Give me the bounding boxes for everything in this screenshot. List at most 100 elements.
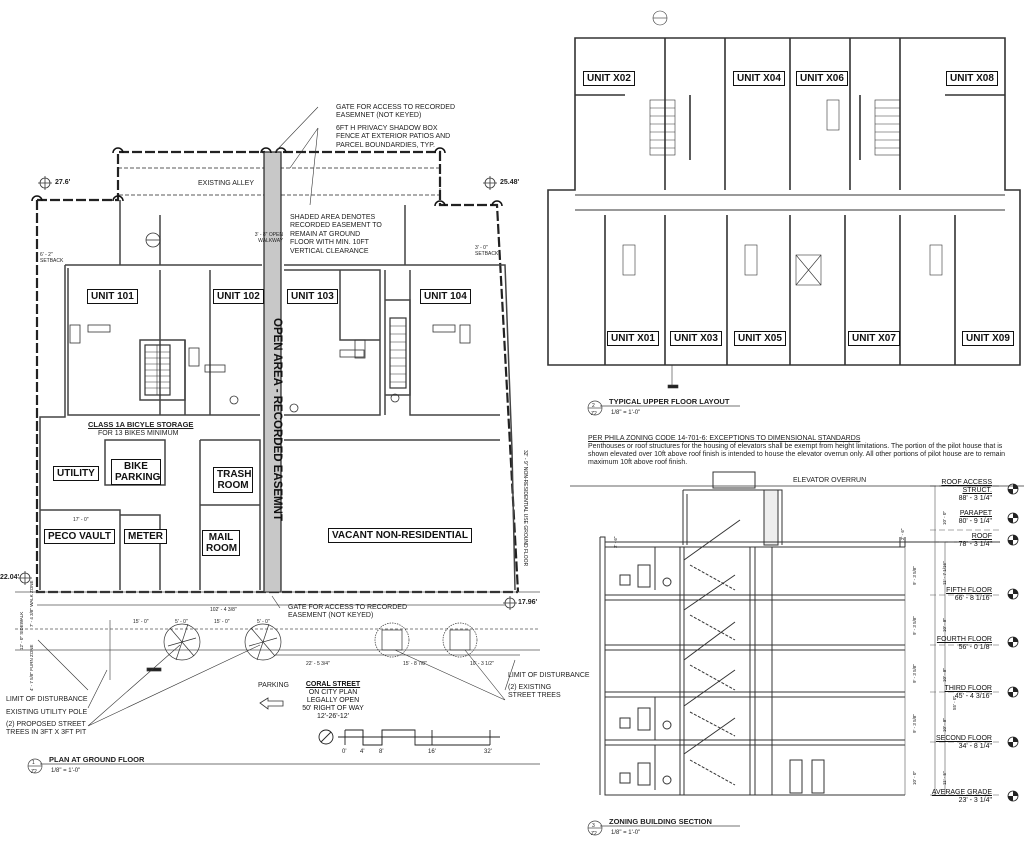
street-line-1: ON CITY PLAN bbox=[308, 689, 358, 696]
meter-label: METER bbox=[124, 529, 167, 544]
dim-1: 15' - 0" bbox=[133, 619, 149, 625]
utility-pole-note: EXISTING UTILITY POLE bbox=[6, 709, 88, 716]
scale-tick-16: 16' bbox=[428, 749, 436, 755]
level-elev: 23' - 3 1/4" bbox=[958, 797, 992, 804]
unit-x09-label: UNIT X09 bbox=[962, 331, 1014, 346]
limit-disturbance-right: LIMIT OF DISTURBANCE bbox=[508, 672, 590, 679]
limit-disturbance-left: LIMIT OF DISTURBANCE bbox=[6, 696, 88, 703]
level-name: FOURTH FLOOR bbox=[936, 636, 992, 643]
elevation-nw: 27.6' bbox=[55, 179, 71, 186]
street-line-4: 12'-26'-12' bbox=[316, 713, 350, 720]
setback-right-dim: 3' - 0" SETBACK bbox=[475, 245, 499, 257]
level-name: AVERAGE GRADE bbox=[931, 789, 992, 796]
dim-inner-4: 9' - 3 5/8" bbox=[912, 714, 917, 733]
unit-101-label: UNIT 101 bbox=[87, 289, 138, 304]
sheet-ref-3: Z2 bbox=[591, 831, 597, 837]
scale-tick-4: 4' bbox=[360, 749, 365, 755]
stair bbox=[144, 317, 407, 396]
level-name: FIFTH FLOOR bbox=[946, 587, 992, 594]
fence-note: 6FT H PRIVACY SHADOW BOX FENCE AT EXTERI… bbox=[336, 125, 451, 149]
dim-inner-3: 9' - 3 5/8" bbox=[912, 664, 917, 683]
dim-outer-1: 10' - 0" bbox=[942, 511, 947, 525]
open-walkway-dim: 3' - 8" OPEN WALKWAY bbox=[254, 232, 283, 244]
level-elev: 80' - 9 1/4" bbox=[958, 518, 992, 525]
section-scale: 1/8" = 1'-0" bbox=[611, 830, 641, 836]
unit-x08-label: UNIT X08 bbox=[946, 71, 998, 86]
street-line-2: LEGALLY OPEN bbox=[306, 697, 360, 704]
street-line-3: 50' RIGHT OF WAY bbox=[302, 705, 364, 712]
scale-tick-32: 32' bbox=[484, 749, 492, 755]
dim-outer-4: 10' - 8" bbox=[942, 668, 947, 682]
elevation-se: 17.96' bbox=[518, 599, 538, 606]
sheet-ref-1: Z2 bbox=[31, 769, 37, 775]
upper-floor-walls bbox=[547, 37, 1021, 366]
upper-plan-title: TYPICAL UPPER FLOOR LAYOUT bbox=[609, 397, 730, 406]
unit-102-label: UNIT 102 bbox=[213, 289, 264, 304]
street-name: CORAL STREET bbox=[305, 681, 361, 688]
unit-104-label: UNIT 104 bbox=[420, 289, 471, 304]
elevation-ne: 25.48' bbox=[500, 179, 520, 186]
unit-x01-label: UNIT X01 bbox=[607, 331, 659, 346]
level-roof-access: ROOF ACCESS STRUCT.88' - 3 1/4" bbox=[922, 479, 992, 503]
sheet-ref-2: Z2 bbox=[591, 411, 597, 417]
zoning-note-heading: PER PHILA ZONING CODE 14-701-6: EXCEPTIO… bbox=[588, 435, 861, 442]
setback-left-dim: 6' - 2" SETBACK bbox=[40, 252, 64, 264]
gate-note-top: GATE FOR ACCESS TO RECORDED EASEMNET (NO… bbox=[336, 104, 456, 120]
unit-x07-label: UNIT X07 bbox=[848, 331, 900, 346]
dim-furn-zone: 4' - 7 5/8" FURN ZONE bbox=[29, 644, 34, 691]
dim-outer-5: 10' - 8" bbox=[942, 718, 947, 732]
level-elev: 78' - 3 1/4" bbox=[958, 541, 992, 548]
parapet-dim-right: 2' - 6" bbox=[900, 528, 905, 540]
dim-outer-2: 11' - 7 1/16" bbox=[942, 561, 947, 585]
dim-walk-zone: 7' - 4 3/8" WALK ZONE bbox=[29, 580, 34, 627]
level-elev: 88' - 3 1/4" bbox=[958, 495, 992, 502]
dim-3: 15' - 0" bbox=[214, 619, 230, 625]
bike-parking-label: BIKE PARKING bbox=[111, 459, 161, 485]
vacant-non-residential-label: VACANT NON-RESIDENTIAL bbox=[328, 528, 472, 543]
gate-note-bottom: GATE FOR ACCESS TO RECORDED EASEMENT (NO… bbox=[288, 604, 408, 620]
parking-label: PARKING bbox=[258, 682, 289, 689]
existing-trees-note: (2) EXISTING STREET TREES bbox=[508, 684, 561, 700]
level-elev: 45' - 4 3/16" bbox=[954, 693, 992, 700]
dim-7: 10' - 3 1/2" bbox=[470, 661, 494, 667]
view-number-1: 1 bbox=[32, 760, 35, 766]
level-elev: 34' - 8 1/4" bbox=[958, 743, 992, 750]
zoning-note-body: Penthouses or roof structures for the ho… bbox=[588, 443, 1006, 466]
dim-vault: 17' - 0" bbox=[73, 517, 89, 523]
mail-room-label: MAIL ROOM bbox=[202, 530, 240, 556]
level-name: THIRD FLOOR bbox=[944, 685, 992, 692]
unit-x02-label: UNIT X02 bbox=[583, 71, 635, 86]
dim-inner-1: 9' - 3 5/8" bbox=[912, 566, 917, 585]
dim-4: 5' - 0" bbox=[257, 619, 270, 625]
dim-sidewalk: 12' - 0" SIDEWALK bbox=[19, 611, 24, 650]
dim-outer-3: 10' - 8" bbox=[942, 618, 947, 632]
dim-outer-6: 11' - 5" bbox=[942, 771, 947, 785]
trash-room-label: TRASH ROOM bbox=[213, 467, 253, 493]
utility-room-label: UTILITY bbox=[53, 466, 99, 481]
ground-floor-walls bbox=[39, 200, 516, 591]
easement-label: OPEN AREA - RECORDED EASEMNT bbox=[271, 318, 283, 521]
level-elev: 66' - 8 1/16" bbox=[954, 595, 992, 602]
unit-103-label: UNIT 103 bbox=[287, 289, 338, 304]
bike-storage-sub: FOR 13 BIKES MINIMUM bbox=[98, 430, 179, 437]
scale-tick-8: 8' bbox=[379, 749, 384, 755]
existing-alley-label: EXISTING ALLEY bbox=[198, 180, 255, 187]
unit-x03-label: UNIT X03 bbox=[670, 331, 722, 346]
level-name: SECOND FLOOR bbox=[935, 735, 992, 742]
level-elev: 56' - 0 1/8" bbox=[958, 644, 992, 651]
dim-5: 22' - 5 3/4" bbox=[306, 661, 330, 667]
dim-frontage: 102' - 4 3/8" bbox=[210, 607, 237, 613]
dim-total: 55' - 0" bbox=[952, 696, 957, 710]
unit-x05-label: UNIT X05 bbox=[734, 331, 786, 346]
level-name: ROOF bbox=[971, 533, 992, 540]
scale-tick-0: 0' bbox=[342, 749, 347, 755]
proposed-trees-note: (2) PROPOSED STREET TREES IN 3FT X 3FT P… bbox=[6, 721, 87, 737]
